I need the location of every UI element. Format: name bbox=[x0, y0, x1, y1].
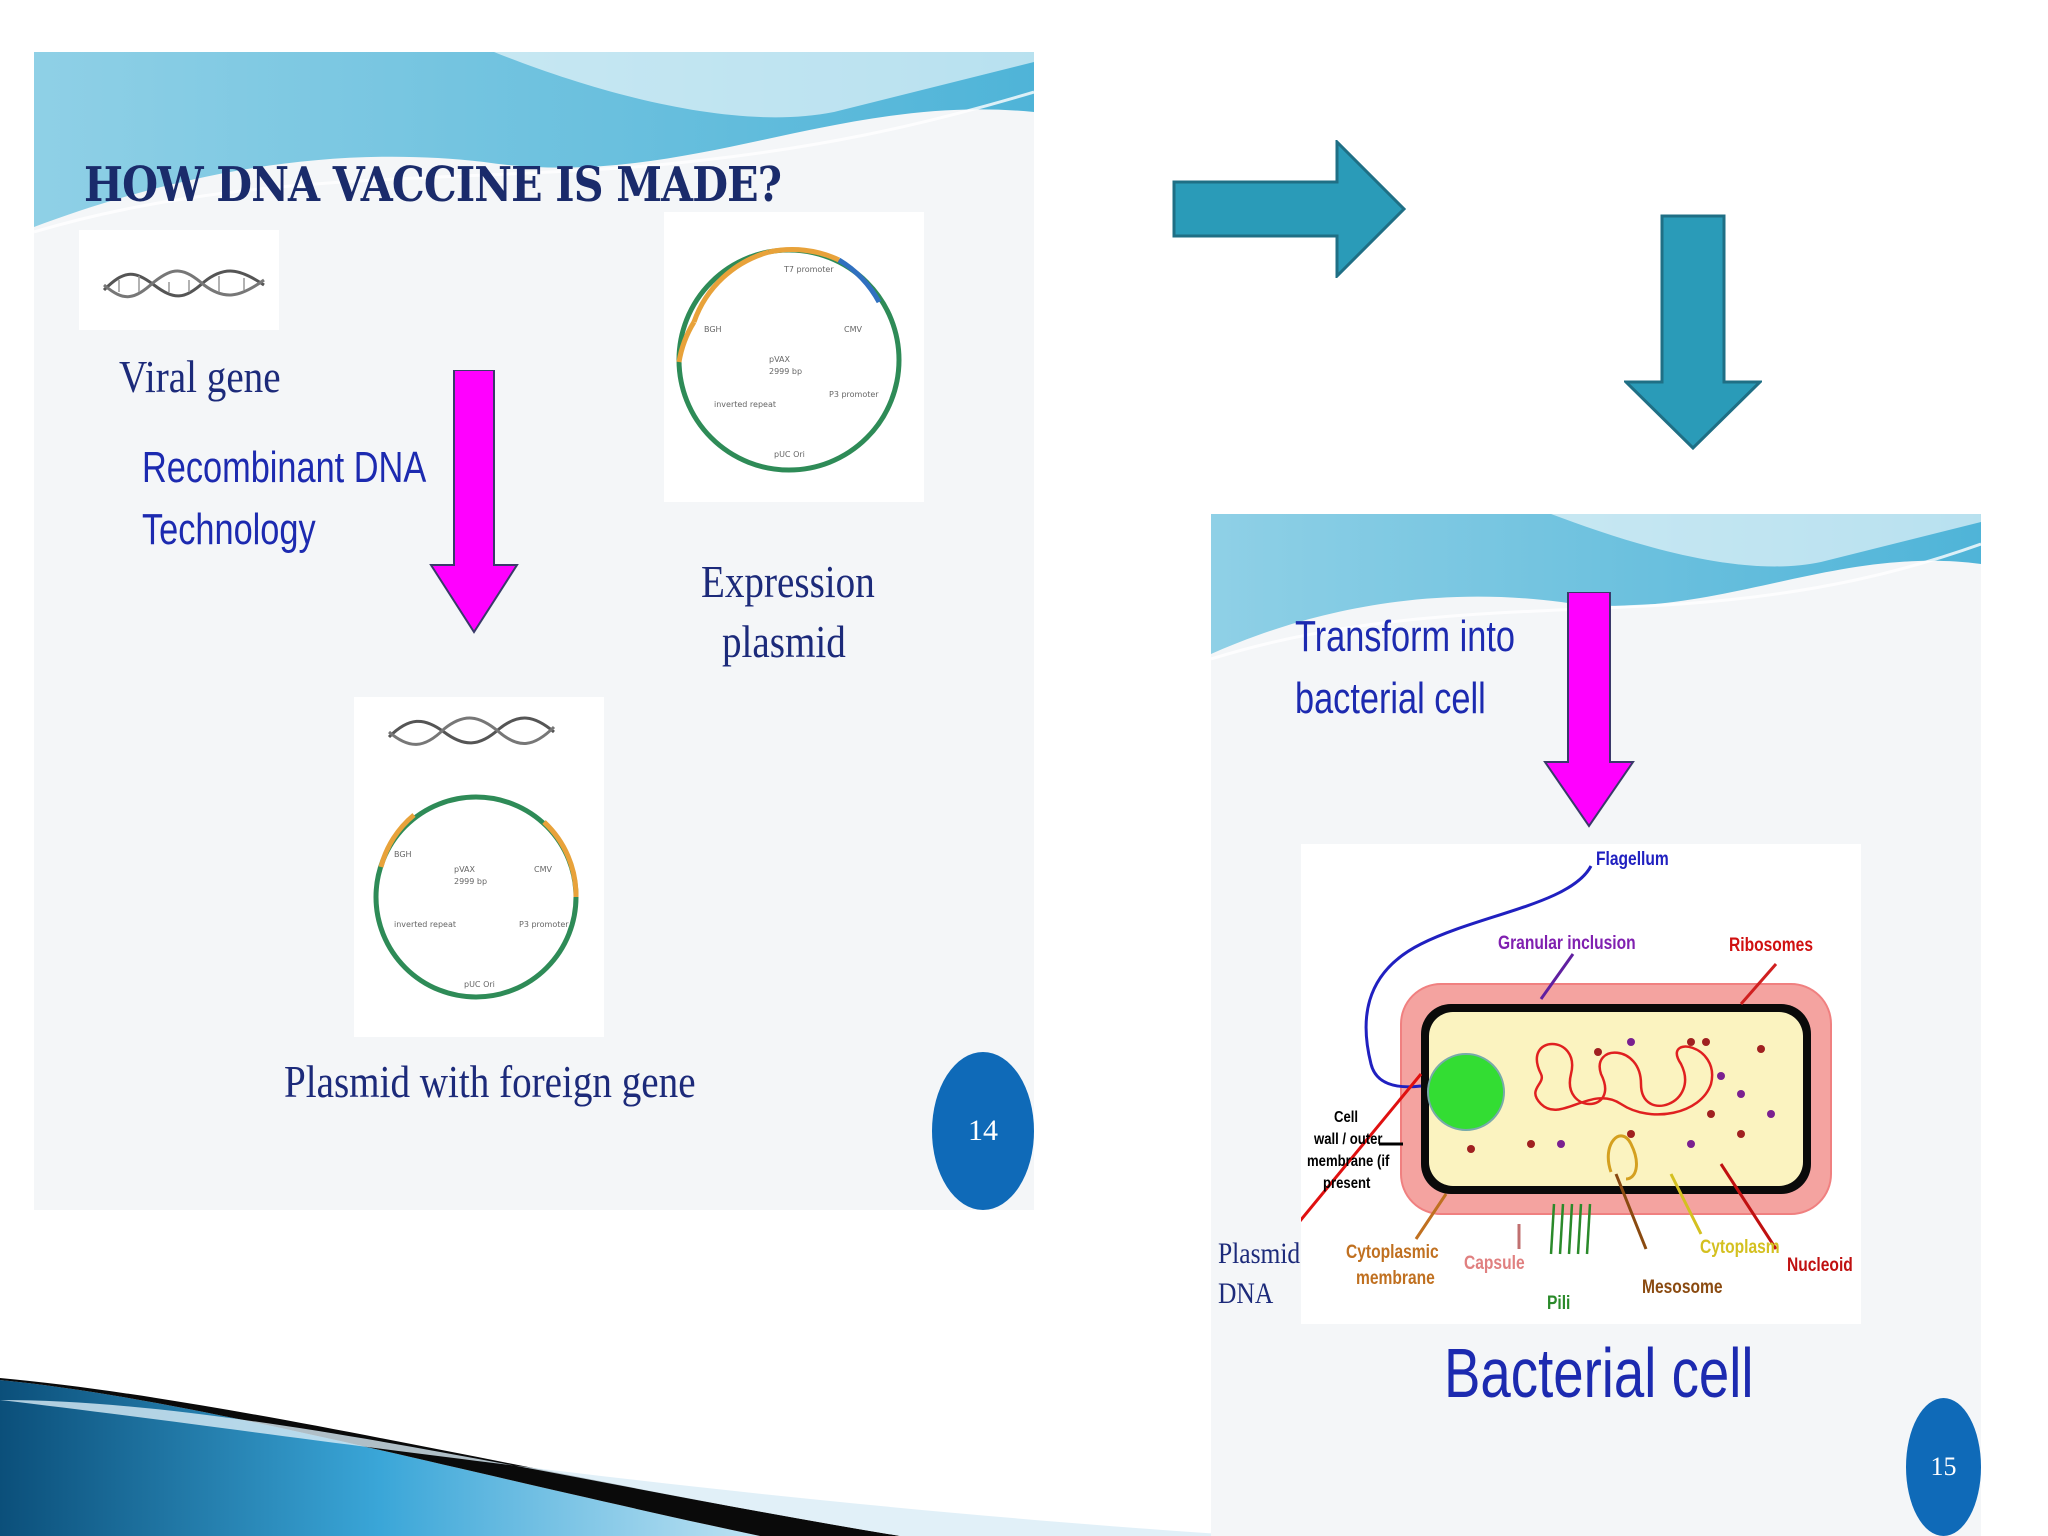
slide-title: HOW DNA VACCINE IS MADE? bbox=[84, 157, 782, 213]
label-cytoplasmic-membrane-1: Cytoplasmic bbox=[1346, 1242, 1439, 1263]
slide-number-15-text: 15 bbox=[1930, 1452, 1957, 1481]
transform-label-line1: Transform into bbox=[1295, 612, 1515, 661]
svg-text:inverted repeat: inverted repeat bbox=[394, 920, 456, 929]
svg-text:P3 promoter: P3 promoter bbox=[829, 390, 879, 399]
label-plasmid-dna-line2: DNA bbox=[1218, 1277, 1274, 1310]
svg-text:pUC Ori: pUC Ori bbox=[774, 450, 805, 459]
slide-header-wave bbox=[1211, 514, 1981, 661]
arrow-down-icon bbox=[429, 370, 519, 634]
arrow-down-icon bbox=[1624, 214, 1762, 450]
expression-plasmid-label-line1: Expression bbox=[701, 556, 875, 607]
svg-text:BGH: BGH bbox=[704, 325, 722, 334]
plasmid-foreign-gene-label: Plasmid with foreign gene bbox=[284, 1056, 696, 1107]
svg-text:pUC Ori: pUC Ori bbox=[464, 980, 495, 989]
bacterial-cell-caption: Bacterial cell bbox=[1444, 1334, 1754, 1412]
bacterial-cell-diagram bbox=[1301, 844, 1861, 1324]
expression-plasmid-label-line2: plasmid bbox=[722, 616, 846, 667]
label-flagellum: Flagellum bbox=[1596, 849, 1669, 870]
slide-header-wave bbox=[34, 52, 1034, 234]
decorative-swoosh bbox=[0, 1378, 1250, 1536]
recombinant-label-line1: Recombinant DNA bbox=[142, 443, 427, 492]
plasmid-with-foreign-gene-image: pVAX 2999 bp BGH CMV inverted repeat P3 pro… bbox=[354, 697, 604, 1037]
slide-number-14: 14 bbox=[932, 1052, 1034, 1210]
viral-gene-dna-image bbox=[79, 230, 279, 330]
arrow-right-icon bbox=[1172, 140, 1406, 278]
arrow-down-icon bbox=[1543, 592, 1635, 828]
transform-label-line2: bacterial cell bbox=[1295, 674, 1486, 723]
svg-text:BGH: BGH bbox=[394, 850, 412, 859]
recombinant-label-line2: Technology bbox=[142, 505, 316, 554]
slide-15: Transform into bacterial cell bbox=[1211, 514, 1981, 1536]
label-cell-wall-4: present bbox=[1323, 1175, 1371, 1192]
label-cytoplasm: Cytoplasm bbox=[1700, 1237, 1780, 1258]
svg-text:CMV: CMV bbox=[534, 865, 552, 874]
slide-number-14-text: 14 bbox=[968, 1114, 998, 1147]
svg-text:T7 promoter: T7 promoter bbox=[783, 265, 834, 274]
label-pili: Pili bbox=[1547, 1293, 1571, 1314]
label-capsule: Capsule bbox=[1464, 1253, 1525, 1274]
viral-gene-label: Viral gene bbox=[119, 351, 281, 402]
svg-text:pVAX: pVAX bbox=[769, 355, 791, 364]
label-cell-wall-2: wall / outer bbox=[1314, 1131, 1383, 1148]
label-nucleoid: Nucleoid bbox=[1787, 1255, 1853, 1276]
label-granular-inclusion: Granular inclusion bbox=[1498, 933, 1636, 954]
slide-14: HOW DNA VACCINE IS MADE? Viral gene Reco… bbox=[34, 52, 1034, 1210]
label-cell-wall-1: Cell bbox=[1334, 1109, 1359, 1126]
svg-text:pVAX: pVAX bbox=[454, 865, 476, 874]
label-ribosomes: Ribosomes bbox=[1729, 935, 1813, 956]
label-cytoplasmic-membrane-2: membrane bbox=[1356, 1268, 1435, 1289]
label-cell-wall-3: membrane (if bbox=[1307, 1153, 1390, 1170]
svg-text:CMV: CMV bbox=[844, 325, 862, 334]
label-plasmid-dna-line1: Plasmid bbox=[1218, 1237, 1301, 1270]
slide-number-15: 15 bbox=[1906, 1398, 1981, 1536]
svg-text:2999 bp: 2999 bp bbox=[454, 877, 487, 886]
svg-text:P3 promoter: P3 promoter bbox=[519, 920, 569, 929]
svg-text:inverted repeat: inverted repeat bbox=[714, 400, 776, 409]
svg-text:2999 bp: 2999 bp bbox=[769, 367, 802, 376]
label-mesosome: Mesosome bbox=[1642, 1277, 1723, 1298]
